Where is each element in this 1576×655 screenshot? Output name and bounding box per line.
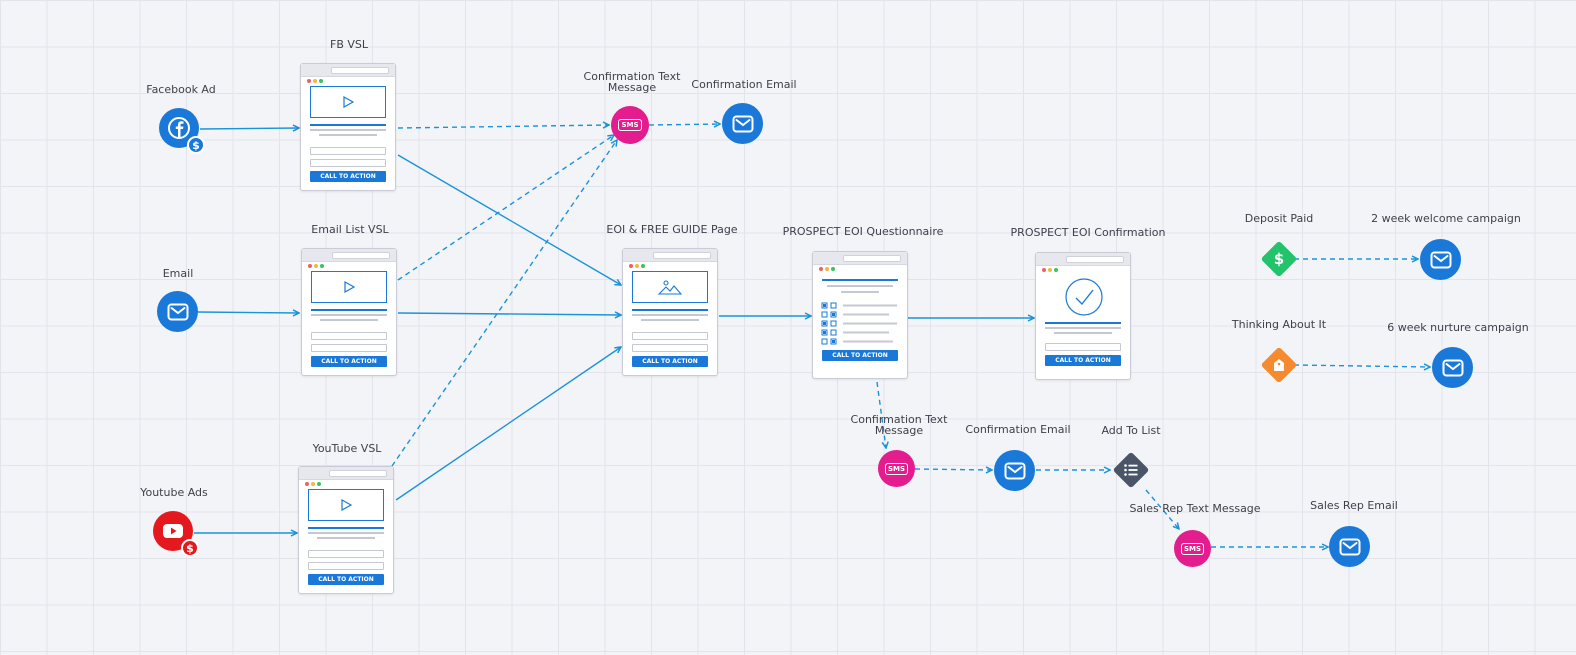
- label-sales-rep-text: Sales Rep Text Message: [1129, 502, 1261, 515]
- node-confirmation-email-1[interactable]: [722, 103, 763, 144]
- edge-fbvsl-to-sms1: [397, 125, 609, 128]
- page-prospect-questionnaire[interactable]: CALL TO ACTION: [812, 251, 908, 379]
- label-eoi-free-guide: EOI & FREE GUIDE Page: [606, 223, 738, 236]
- video-placeholder: [310, 86, 386, 118]
- label-youtube-ads: Youtube Ads: [140, 486, 208, 499]
- envelope-icon: [1442, 359, 1463, 376]
- node-youtube-ads[interactable]: $: [153, 511, 199, 557]
- label-sales-rep-email: Sales Rep Email: [1310, 499, 1398, 512]
- video-placeholder: [308, 489, 384, 521]
- sms-icon: SMS: [1180, 542, 1205, 555]
- page-email-list-vsl[interactable]: CALL TO ACTION: [301, 248, 397, 376]
- node-add-to-list[interactable]: [1112, 451, 1150, 489]
- label-email: Email: [162, 267, 194, 280]
- browser-bar: [301, 64, 395, 83]
- label-confirmation-text-2: Confirmation Text Message: [850, 413, 948, 437]
- page-eoi-free-guide[interactable]: CALL TO ACTION: [622, 248, 718, 376]
- node-confirmation-text-2[interactable]: SMS: [878, 450, 915, 487]
- node-confirmation-text-1[interactable]: SMS: [611, 106, 649, 144]
- cta-button: CALL TO ACTION: [1045, 355, 1121, 366]
- dollar-icon: $: [1273, 250, 1285, 268]
- check-circle-icon: [1065, 278, 1103, 316]
- browser-bar: [1036, 253, 1130, 272]
- edge-fbvsl-to-eoi: [397, 154, 621, 285]
- edge-sms1-to-email1: [648, 124, 720, 125]
- envelope-icon: [732, 115, 753, 132]
- node-sales-rep-text[interactable]: SMS: [1174, 530, 1211, 567]
- page-fb-vsl[interactable]: CALL TO ACTION: [300, 63, 396, 191]
- edge-email-to-emailvsl: [197, 312, 299, 313]
- edge-questionnaire-to-sms2: [876, 381, 886, 448]
- edge-thinking-to-nurture: [1293, 365, 1430, 367]
- browser-bar: [623, 249, 717, 268]
- browser-bar: [299, 467, 393, 486]
- facebook-icon: [168, 117, 190, 139]
- edge-ytvsl-to-eoi: [395, 347, 621, 501]
- node-nurture-campaign[interactable]: [1432, 347, 1473, 388]
- checklist-icon: [821, 302, 897, 345]
- image-icon: [657, 280, 683, 295]
- label-youtube-vsl: YouTube VSL: [312, 442, 382, 455]
- cta-button: CALL TO ACTION: [822, 350, 898, 361]
- dollar-badge-icon: $: [181, 539, 199, 557]
- play-icon: [341, 499, 352, 511]
- label-prospect-questionnaire: PROSPECT EOI Questionnaire: [782, 225, 944, 238]
- node-welcome-campaign[interactable]: [1420, 239, 1461, 280]
- browser-bar: [813, 252, 907, 271]
- youtube-icon: [163, 524, 183, 538]
- image-placeholder: [632, 271, 708, 303]
- browser-bar: [302, 249, 396, 268]
- label-facebook-ad: Facebook Ad: [146, 83, 216, 96]
- node-thinking-about-it[interactable]: [1260, 346, 1298, 384]
- label-email-list-vsl: Email List VSL: [311, 223, 389, 236]
- label-confirmation-email-2: Confirmation Email: [965, 423, 1071, 436]
- node-email[interactable]: [157, 291, 198, 332]
- node-facebook-ad[interactable]: $: [159, 108, 205, 154]
- play-icon: [343, 96, 354, 108]
- envelope-icon: [1430, 251, 1451, 268]
- label-confirmation-email-1: Confirmation Email: [691, 78, 797, 91]
- sms-icon: SMS: [618, 119, 642, 131]
- video-placeholder: [311, 271, 387, 303]
- envelope-icon: [1004, 462, 1025, 479]
- page-youtube-vsl[interactable]: CALL TO ACTION: [298, 466, 394, 594]
- node-deposit-paid[interactable]: $: [1260, 240, 1298, 278]
- tag-icon: [1274, 359, 1284, 371]
- label-deposit-paid: Deposit Paid: [1244, 212, 1314, 225]
- label-fb-vsl: FB VSL: [329, 38, 369, 51]
- sms-icon: SMS: [884, 462, 909, 475]
- label-confirmation-text-1: Confirmation Text Message: [583, 70, 681, 94]
- cta-button: CALL TO ACTION: [311, 356, 387, 367]
- list-icon: [1124, 464, 1138, 476]
- label-prospect-confirmation: PROSPECT EOI Confirmation: [1010, 226, 1166, 239]
- play-icon: [344, 281, 355, 293]
- edge-emailvsl-to-eoi: [397, 313, 621, 315]
- node-sales-rep-email[interactable]: [1329, 526, 1370, 567]
- edge-sms2-to-email2: [914, 469, 992, 470]
- cta-button: CALL TO ACTION: [632, 356, 708, 367]
- edge-emailvsl-to-sms1: [397, 135, 614, 281]
- cta-button: CALL TO ACTION: [310, 171, 386, 182]
- label-nurture-campaign: 6 week nurture campaign: [1387, 321, 1529, 334]
- label-add-to-list: Add To List: [1101, 424, 1161, 437]
- cta-button: CALL TO ACTION: [308, 574, 384, 585]
- label-welcome-campaign: 2 week welcome campaign: [1371, 212, 1521, 225]
- dollar-badge-icon: $: [187, 136, 205, 154]
- node-confirmation-email-2[interactable]: [994, 450, 1035, 491]
- edge-facebook-to-fbvsl: [199, 128, 299, 129]
- page-prospect-confirmation[interactable]: CALL TO ACTION: [1035, 252, 1131, 380]
- label-thinking-about-it: Thinking About It: [1231, 318, 1327, 331]
- envelope-icon: [167, 303, 188, 320]
- edge-ytvsl-to-sms1: [391, 140, 617, 467]
- envelope-icon: [1339, 538, 1360, 555]
